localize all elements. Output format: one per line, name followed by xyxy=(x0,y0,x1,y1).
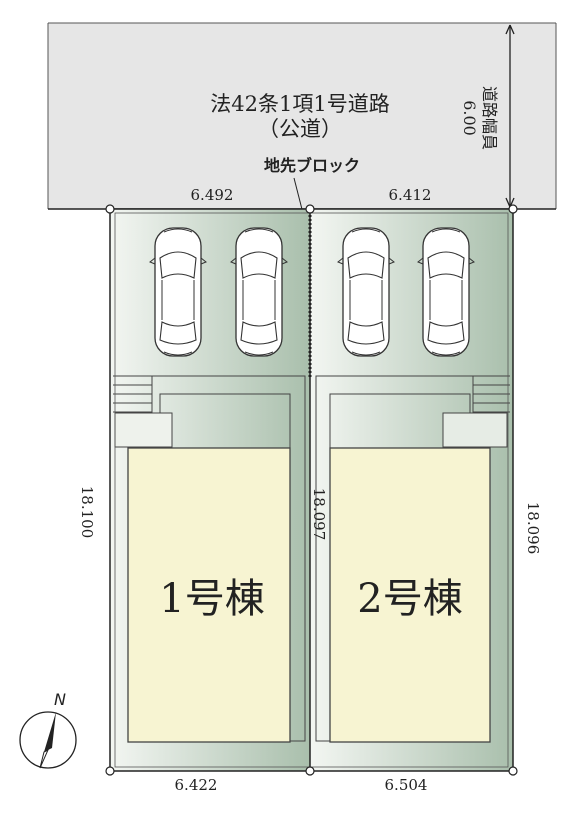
lot-1-name: 1号棟 xyxy=(159,576,264,622)
marker-icon xyxy=(105,766,115,776)
marker-icon xyxy=(305,204,315,214)
marker-icon xyxy=(508,204,518,214)
marker-icon xyxy=(508,766,518,776)
lot-1-front-dim: 6.492 xyxy=(191,186,234,204)
lot-2-front-dim: 6.412 xyxy=(389,186,432,204)
lot-1-walkway xyxy=(152,375,306,742)
lot-2-building xyxy=(329,447,491,743)
road-width-arrow-top xyxy=(505,24,515,35)
road-type: （公道） xyxy=(258,117,342,141)
lot-2: 2号棟 xyxy=(310,209,513,771)
shared-boundary-dim: 18.097 xyxy=(310,488,328,541)
lot-1-car-1 xyxy=(149,227,207,357)
lot-1-entry xyxy=(114,412,173,448)
marker-icon xyxy=(105,204,115,214)
road-area xyxy=(48,23,556,209)
lot-1: 1号棟 xyxy=(110,209,310,771)
lot-1-building xyxy=(127,447,291,743)
lot-1-car-2 xyxy=(230,227,288,357)
lot-2-car-2 xyxy=(417,227,475,357)
lot-2-entry xyxy=(442,412,508,448)
compass: N xyxy=(19,690,77,769)
marker-icon xyxy=(305,766,315,776)
compass-needle-tail xyxy=(39,748,50,769)
road-name: 法42条1項1号道路 xyxy=(210,92,389,116)
lot-1-steps xyxy=(113,375,153,413)
curb-block-label: 地先ブロック xyxy=(264,156,360,175)
lot-2-rear-dim: 6.504 xyxy=(385,776,428,794)
lot-2-side-dim: 18.096 xyxy=(524,502,542,555)
road-width-value: 6.00 xyxy=(460,100,479,136)
compass-north-label: N xyxy=(54,690,66,709)
compass-needle-icon xyxy=(44,712,56,752)
lot-1-rear-dim: 6.422 xyxy=(175,776,218,794)
lot-2-steps xyxy=(472,375,510,413)
boundary-markers xyxy=(105,204,518,776)
lot-1-side-dim: 18.100 xyxy=(78,486,96,539)
lot-2-walkway xyxy=(315,375,473,742)
road-width-label: 道路幅員 xyxy=(480,86,499,150)
lot-2-car-1 xyxy=(337,227,395,357)
lot-2-name: 2号棟 xyxy=(357,576,462,622)
